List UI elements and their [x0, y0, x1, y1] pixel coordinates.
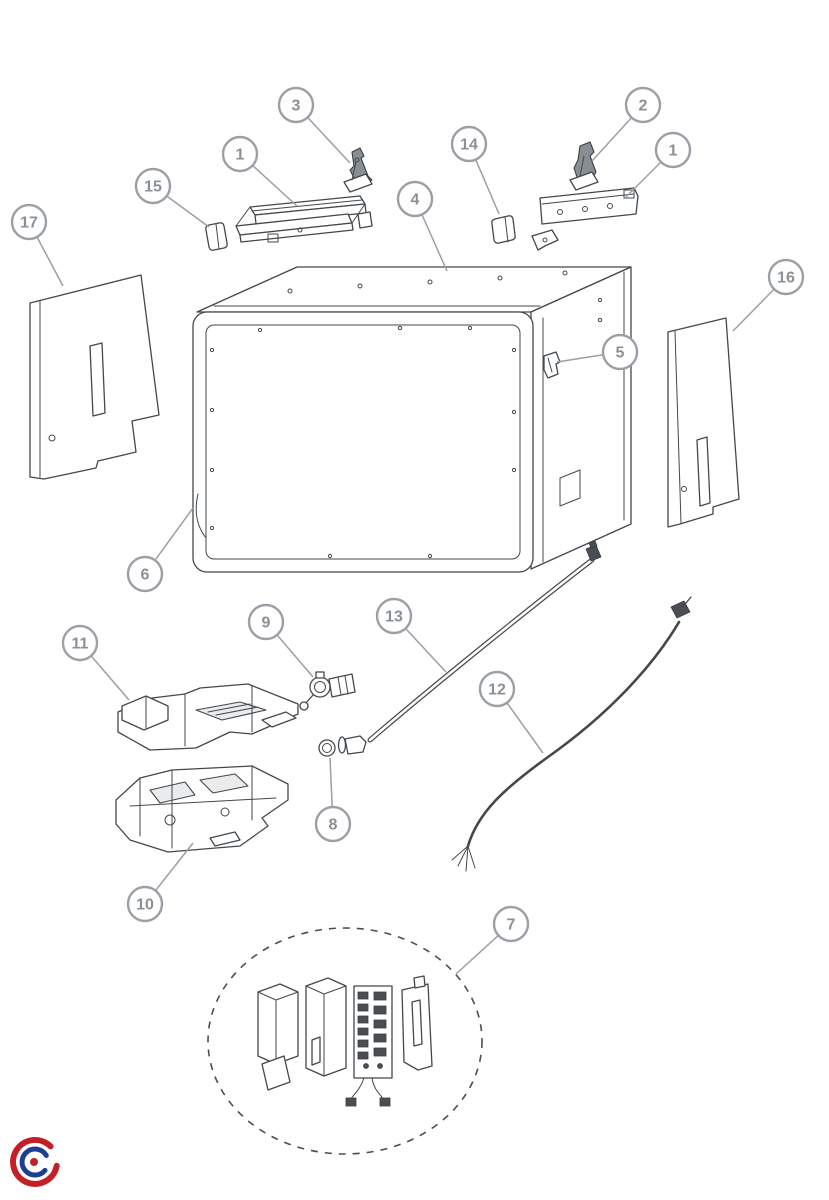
dashed-group-boundary — [207, 927, 483, 1155]
callout-13[interactable]: 13 — [375, 597, 447, 673]
right-side-panel — [667, 317, 740, 528]
callout-leader-line — [475, 159, 500, 215]
callout-balloon[interactable] — [247, 603, 285, 641]
callout-leader-line — [307, 116, 351, 164]
callout-number: 16 — [777, 270, 795, 287]
callout-7[interactable]: 7 — [455, 905, 530, 975]
callout-6[interactable]: 6 — [126, 507, 194, 593]
callout-leader-line — [276, 634, 314, 678]
callout-1[interactable]: 1 — [625, 131, 692, 198]
callout-leader-line — [455, 934, 499, 975]
callout-number: 5 — [616, 345, 625, 362]
callout-leader-line — [36, 236, 64, 287]
callout-leader-line — [591, 117, 633, 162]
control-box-middle — [305, 977, 347, 1077]
callout-balloon[interactable] — [134, 167, 172, 205]
callout-balloon[interactable] — [624, 86, 662, 124]
control-components-group — [207, 927, 483, 1155]
callout-number: 2 — [639, 98, 648, 115]
logo-inner-arc — [19, 1146, 49, 1178]
callout-10[interactable]: 10 — [126, 842, 194, 923]
callout-2[interactable]: 2 — [591, 86, 662, 162]
hose-elbow-part — [318, 735, 367, 757]
logo-outer-arc — [10, 1137, 60, 1187]
callout-number: 15 — [144, 179, 162, 196]
callout-balloon[interactable] — [654, 131, 692, 169]
callout-number: 11 — [72, 636, 89, 653]
foam-packing-lower — [115, 765, 289, 853]
callout-leader-line — [252, 164, 298, 207]
callout-3[interactable]: 3 — [277, 86, 351, 164]
callout-number: 8 — [329, 817, 338, 834]
callout-balloon[interactable] — [126, 555, 164, 593]
callout-number: 13 — [385, 609, 403, 626]
callout-leader-line — [625, 161, 662, 198]
callout-balloon[interactable] — [492, 905, 530, 943]
callout-number: 14 — [460, 137, 478, 154]
callout-leader-line — [732, 288, 775, 332]
callout-leader-line — [506, 702, 544, 754]
callout-15[interactable]: 15 — [134, 167, 210, 228]
callout-balloon[interactable] — [601, 333, 639, 371]
callout-number: 10 — [136, 897, 154, 914]
callout-number: 12 — [488, 682, 506, 699]
callout-balloon[interactable] — [221, 135, 259, 173]
callout-1[interactable]: 1 — [221, 135, 298, 207]
callout-leader-line — [329, 757, 333, 808]
callout-9[interactable]: 9 — [247, 603, 314, 678]
callout-balloon[interactable] — [10, 203, 48, 241]
callout-17[interactable]: 17 — [10, 203, 64, 287]
callout-5[interactable]: 5 — [556, 333, 639, 371]
top-left-rail — [235, 195, 373, 243]
circuit-board — [345, 985, 393, 1107]
callout-number: 3 — [292, 98, 301, 115]
top-left-corner-bracket — [343, 147, 373, 193]
callout-leader-line — [154, 842, 194, 892]
callout-14[interactable]: 14 — [450, 125, 500, 215]
callout-leader-line — [405, 627, 447, 673]
callout-leader-line — [166, 195, 210, 228]
latch-keeper — [543, 351, 561, 379]
top-right-mounting-plate — [531, 187, 639, 251]
callout-leader-line — [154, 507, 194, 561]
logo-center-dot — [30, 1158, 38, 1166]
brand-swirl-logo — [10, 1137, 60, 1187]
callout-leader-line — [556, 353, 604, 363]
left-side-panel — [29, 274, 160, 480]
callouts-layer: 3 2 1 14 1 15 4 17 16 5 6 9 13 11 12 8 10 7 — [10, 86, 805, 975]
callout-balloon[interactable] — [126, 885, 164, 923]
callout-balloon[interactable] — [396, 180, 434, 218]
callout-number: 1 — [236, 147, 245, 164]
top-right-corner-bracket — [569, 141, 599, 191]
wire-harness — [451, 596, 692, 872]
callout-number: 4 — [411, 192, 420, 209]
callout-balloon[interactable] — [478, 670, 516, 708]
callout-leader-line — [90, 655, 130, 701]
callout-4[interactable]: 4 — [396, 180, 448, 272]
top-right-end-cap — [491, 215, 516, 244]
front-frame — [192, 311, 534, 573]
callout-8[interactable]: 8 — [314, 757, 352, 843]
control-box-left — [257, 983, 299, 1091]
callout-11[interactable]: 11 — [61, 624, 130, 701]
callout-leader-line — [421, 214, 448, 272]
callout-balloon[interactable] — [375, 597, 413, 635]
valve-part — [299, 671, 356, 711]
callout-number: 7 — [507, 917, 516, 934]
drain-hose — [367, 540, 602, 743]
callout-balloon[interactable] — [767, 258, 805, 296]
callout-balloon[interactable] — [450, 125, 488, 163]
foam-packing-upper — [117, 683, 299, 751]
callout-number: 1 — [669, 143, 678, 160]
callout-balloon[interactable] — [277, 86, 315, 124]
callout-16[interactable]: 16 — [732, 258, 805, 332]
callout-number: 17 — [20, 215, 38, 232]
control-bracket-right — [401, 975, 433, 1071]
callout-balloon[interactable] — [314, 805, 352, 843]
callout-number: 9 — [262, 615, 271, 632]
callout-12[interactable]: 12 — [478, 670, 544, 754]
callout-balloon[interactable] — [61, 624, 99, 662]
callout-number: 6 — [141, 567, 150, 584]
